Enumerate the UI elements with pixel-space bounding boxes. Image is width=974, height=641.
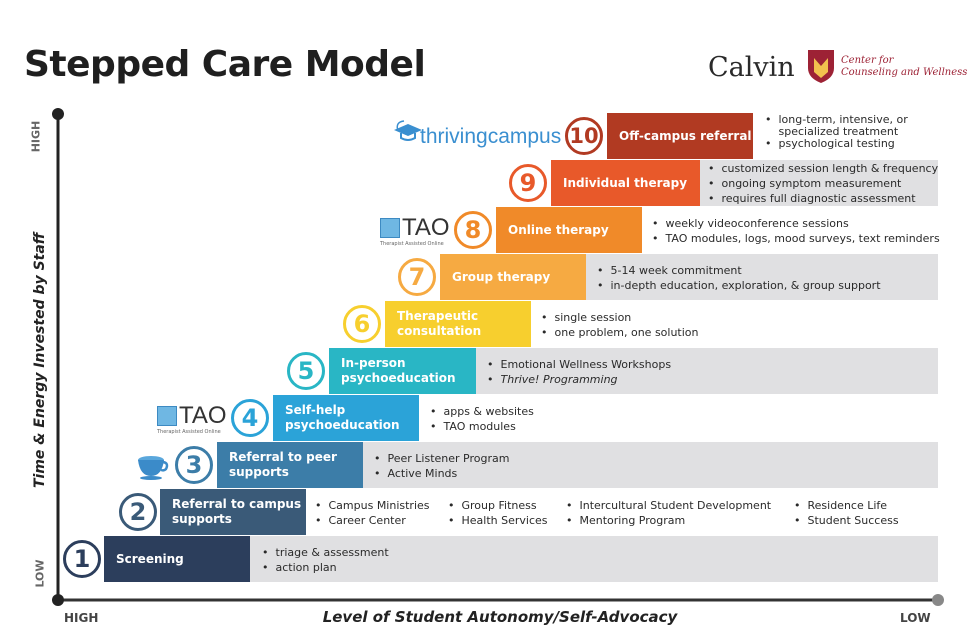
x-axis-label: Level of Student Autonomy/Self-Advocacy xyxy=(322,608,678,626)
step-1-details: triage & assessmentaction plan xyxy=(262,545,389,575)
calvin-logo: Calvin Center for Counseling and Wellnes… xyxy=(708,46,967,90)
step-6-details: single sessionone problem, one solution xyxy=(541,310,699,340)
step-2-details-c: Intercultural Student DevelopmentMentori… xyxy=(566,498,772,528)
step-9-number: 9 xyxy=(509,164,547,202)
step-10-off-campus: Off-campus referral xyxy=(607,113,753,159)
step-9-individual-therapy: Individual therapy xyxy=(551,160,700,206)
step-7-details: 5-14 week commitmentin-depth education, … xyxy=(597,263,881,293)
step-7-group-therapy: Group therapy xyxy=(440,254,586,300)
step-6-number: 6 xyxy=(343,305,381,343)
step-10-details: long-term, intensive, or specialized tre… xyxy=(765,114,929,150)
y-low-label: LOW xyxy=(33,559,47,588)
step-2-details-b: Group FitnessHealth Services xyxy=(448,498,548,528)
thriving-campus-logo: thrivingcampus xyxy=(392,118,562,152)
page-title: Stepped Care Model xyxy=(24,44,426,85)
step-2-number: 2 xyxy=(119,493,157,531)
tao-tagline: Therapist Assisted Online xyxy=(157,429,221,435)
step-10-number: 10 xyxy=(565,117,603,155)
step-2-details-d: Residence LifeStudent Success xyxy=(794,498,899,528)
step-5-in-person: In-person psychoeducation xyxy=(329,348,476,394)
step-4-self-help: Self-help psychoeducation xyxy=(273,395,419,441)
step-9-details: customized session length & frequencyong… xyxy=(708,161,939,206)
step-7-number: 7 xyxy=(398,258,436,296)
logo-name: Calvin xyxy=(708,52,795,83)
step-6-consultation: Therapeutic consultation xyxy=(385,301,531,347)
step-1-screening: Screening xyxy=(104,536,250,582)
x-high-label: HIGH xyxy=(64,611,99,625)
tao-logo-4: TAO Therapist Assisted Online xyxy=(157,402,227,436)
step-3-details: Peer Listener ProgramActive Minds xyxy=(374,451,510,481)
tao-logo-8: TAO Therapist Assisted Online xyxy=(380,214,450,248)
step-5-details: Emotional Wellness WorkshopsThrive! Prog… xyxy=(487,357,672,387)
step-3-number: 3 xyxy=(175,446,213,484)
step-3-peer-supports: Referral to peer supports xyxy=(217,442,363,488)
cup-icon xyxy=(138,456,169,480)
y-axis-label: Time & Energy Invested by Staff xyxy=(32,232,48,488)
tao-tagline: Therapist Assisted Online xyxy=(380,241,444,247)
tao-icon xyxy=(380,218,400,238)
step-4-number: 4 xyxy=(231,399,269,437)
step-8-details: weekly videoconference sessionsTAO modul… xyxy=(652,216,940,246)
tao-wordmark: TAO xyxy=(179,402,227,429)
tao-icon xyxy=(157,406,177,426)
step-2-details-a: Campus MinistriesCareer Center xyxy=(315,498,430,528)
mortarboard-icon xyxy=(394,120,422,141)
step-2-campus-supports: Referral to campus supports xyxy=(160,489,306,535)
step-8-number: 8 xyxy=(454,211,492,249)
thriving-wordmark: thrivingcampus xyxy=(420,125,562,148)
step-5-number: 5 xyxy=(287,352,325,390)
tao-wordmark: TAO xyxy=(402,214,450,241)
x-low-label: LOW xyxy=(900,611,931,625)
step-4-details: apps & websitesTAO modules xyxy=(430,404,534,434)
step-1-number: 1 xyxy=(63,540,101,578)
y-high-label: HIGH xyxy=(29,120,43,153)
step-8-online-therapy: Online therapy xyxy=(496,207,642,253)
shield-icon xyxy=(808,50,834,83)
logo-subtitle: Center for Counseling and Wellness xyxy=(841,55,968,78)
